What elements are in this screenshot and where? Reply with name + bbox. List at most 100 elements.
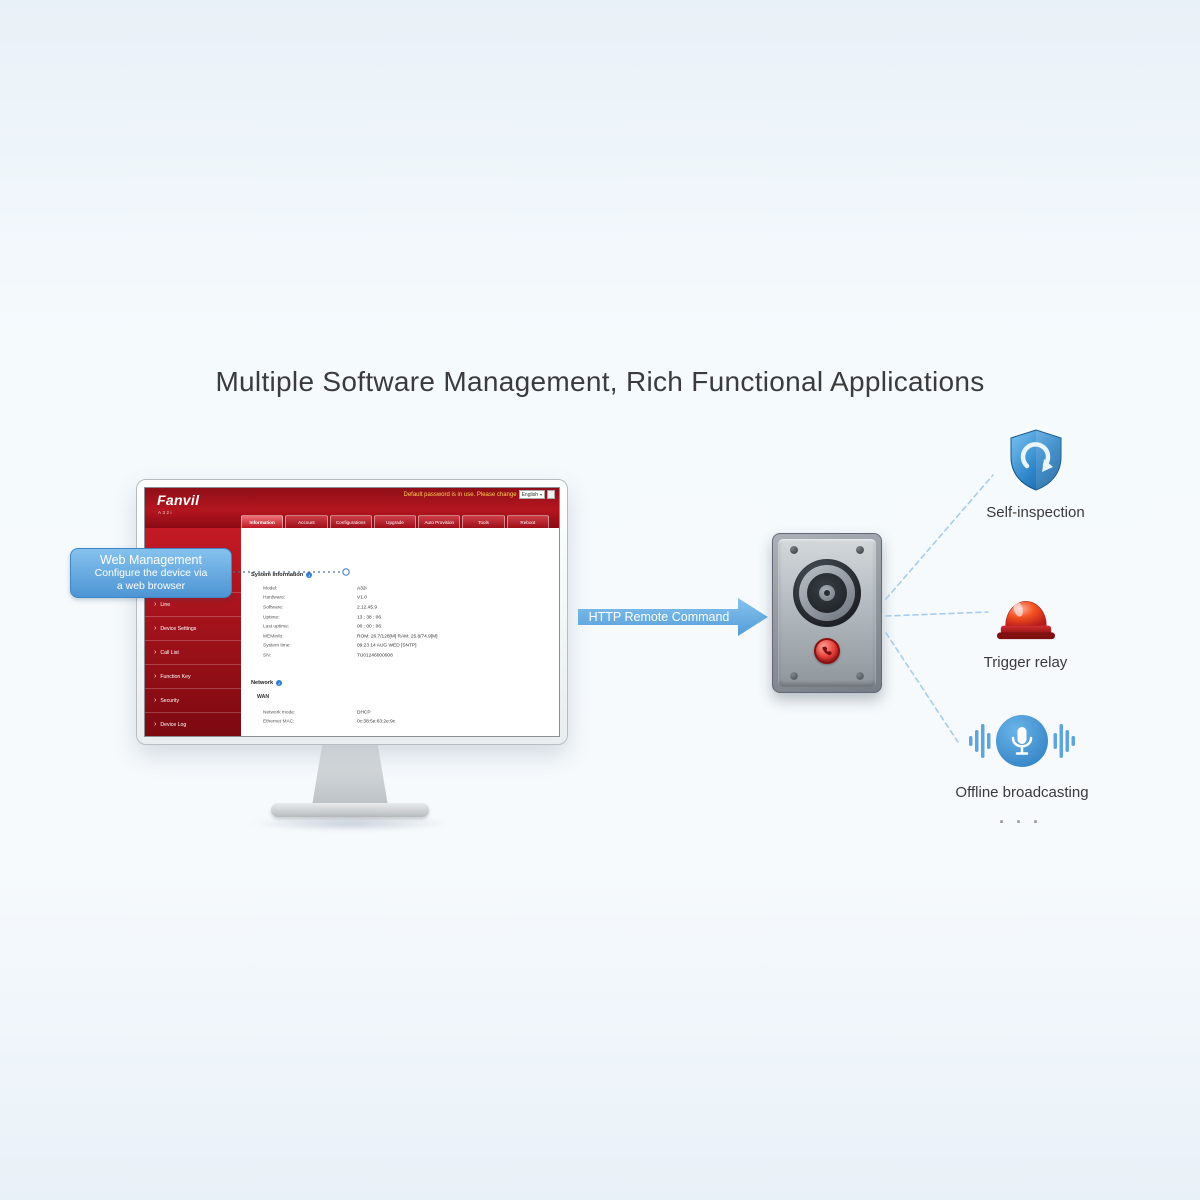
sidebar-item-label: Device Log: [160, 721, 187, 728]
screw-icon: [790, 672, 798, 680]
system-info-row: MEMInfo: ROM: 26.7/128[M] RAM: 25.8/74.9…: [241, 632, 559, 642]
system-info-row: System time: 09:23 14 AUG WED [SNTP]: [241, 642, 559, 652]
network-info-row: Ethernet MAC: 0c:38:5e:63:2e:9c: [241, 718, 559, 728]
network-info-table: Network mode: DHCP Ethernet MAC: 0c:38:5…: [241, 708, 559, 727]
system-info-row: SN: TU01246000008: [241, 651, 559, 661]
intercom-face: [778, 539, 876, 687]
feature-trigger-relay: Trigger relay: [963, 584, 1088, 671]
speaker-grille: [793, 559, 861, 627]
more-features-ellipsis: · · ·: [999, 812, 1042, 832]
info-label: Hardware:: [263, 595, 286, 601]
system-info-row: Last uptime: 00 : 00 : 06: [241, 622, 559, 632]
tab-tools[interactable]: Tools: [462, 515, 505, 528]
chevron-right-icon: ›: [154, 721, 157, 728]
tab-upgrade[interactable]: Upgrade: [373, 515, 417, 528]
info-label: Model:: [263, 586, 278, 592]
wan-subsection: WAN: [257, 694, 270, 700]
info-label: MEMInfo:: [263, 634, 284, 640]
model-label: A32i: [158, 510, 174, 515]
section-title: Network: [251, 680, 274, 686]
info-value: 13 : 38 : 06: [357, 615, 382, 621]
intercom-device: [772, 533, 882, 693]
fanvil-logo: Fanvil: [157, 492, 200, 508]
system-info-table: Model: A32i Hardware: V1.0 Software: 2.1…: [241, 584, 559, 661]
feature-label: Offline broadcasting: [955, 784, 1089, 801]
info-label: Software:: [263, 605, 284, 611]
system-info-row: Uptime: 13 : 38 : 06: [241, 613, 559, 623]
info-value: 00 : 00 : 06: [357, 624, 382, 630]
monitor-stand: [312, 742, 388, 806]
system-info-row: Software: 2.12.45.9: [241, 603, 559, 613]
monitor: Default password is in use. Please chang…: [136, 479, 568, 745]
arrow-label: HTTP Remote Command: [588, 610, 730, 624]
tab-information[interactable]: Information: [241, 515, 284, 528]
info-value: ROM: 26.7/128[M] RAM: 25.8/74.9[M]: [357, 634, 438, 640]
sidebar-item-label: Function Key: [160, 673, 191, 680]
sidebar-item-label: Line: [160, 601, 171, 608]
page-title: Multiple Software Management, Rich Funct…: [215, 366, 985, 397]
language-value: English: [521, 491, 538, 498]
sidebar-item-label: Security: [160, 697, 180, 704]
shield-icon: [1010, 429, 1061, 491]
call-button: [814, 638, 840, 664]
chevron-right-icon: ›: [154, 625, 157, 632]
chevron-down-icon: ▾: [539, 491, 542, 497]
sidebar-menu: › Line › Device Settings › Call List › F…: [145, 592, 241, 736]
chevron-right-icon: ›: [154, 601, 157, 608]
system-info-row: Hardware: V1.0: [241, 594, 559, 604]
webui-header: Default password is in use. Please chang…: [145, 488, 559, 528]
tab-reboot[interactable]: Reboot: [506, 515, 549, 528]
sidebar-item-security[interactable]: › Security: [145, 688, 241, 712]
chevron-right-icon: ›: [154, 697, 157, 704]
speaker-ring: [799, 565, 855, 621]
info-icon: i: [306, 572, 313, 578]
section-title: System Information: [251, 572, 304, 578]
language-select[interactable]: English ▾: [518, 490, 545, 499]
sidebar-item-device-log[interactable]: › Device Log: [145, 712, 241, 736]
info-value: 09:23 14 AUG WED [SNTP]: [357, 643, 417, 649]
info-icon: i: [276, 680, 283, 686]
arrow-shape: [578, 598, 768, 636]
webui-tab-bar: Information Account Configurations Upgra…: [241, 515, 549, 528]
feature-self-inspection: Self-inspection: [973, 428, 1098, 521]
info-value: V1.0: [357, 595, 367, 601]
feature-offline-broadcasting: Offline broadcasting: [947, 710, 1097, 801]
http-command-arrow: HTTP Remote Command: [578, 596, 770, 638]
feature-label: Trigger relay: [983, 654, 1068, 671]
network-info-row: Network mode: DHCP: [241, 708, 559, 718]
phone-handset-icon: [822, 646, 832, 656]
chevron-right-icon: ›: [154, 673, 157, 680]
info-value: DHCP: [357, 710, 371, 716]
info-label: Uptime:: [263, 615, 280, 621]
sidebar-item-call-list[interactable]: › Call List: [145, 640, 241, 664]
info-label: Ethernet MAC:: [263, 719, 295, 725]
system-info-row: Model: A32i: [241, 584, 559, 594]
sidebar-item-device-settings[interactable]: › Device Settings: [145, 616, 241, 640]
info-label: System time:: [263, 643, 291, 649]
chevron-right-icon: ›: [154, 649, 157, 656]
language-apply-button[interactable]: [547, 490, 555, 499]
web-management-callout: Web Management Configure the device via …: [70, 548, 232, 598]
network-header: Network i: [251, 680, 283, 686]
callout-line: a web browser: [116, 580, 186, 593]
microphone-broadcast-icon: [969, 715, 1075, 767]
siren-icon: [996, 601, 1055, 640]
info-value: 0c:38:5e:63:2e:9c: [357, 719, 396, 725]
callout-line: Configure the device via: [94, 567, 208, 579]
info-value: 2.12.45.9: [357, 605, 378, 611]
speaker-cone: [807, 573, 847, 613]
info-value: TU01246000008: [357, 653, 393, 659]
tab-auto-provision[interactable]: Auto Provision: [418, 515, 461, 528]
info-label: SN:: [263, 653, 271, 659]
sidebar-item-label: Call List: [160, 649, 179, 656]
tab-account[interactable]: Account: [285, 515, 328, 528]
screw-icon: [790, 546, 798, 554]
tab-configurations[interactable]: Configurations: [329, 515, 372, 528]
monitor-shadow: [248, 816, 452, 831]
sidebar-item-function-key[interactable]: › Function Key: [145, 664, 241, 688]
password-warning-text: Default password is in use. Please chang…: [403, 491, 517, 498]
speaker-hub: [819, 585, 835, 601]
monitor-base: [271, 803, 429, 817]
callout-title: Web Management: [100, 553, 202, 567]
